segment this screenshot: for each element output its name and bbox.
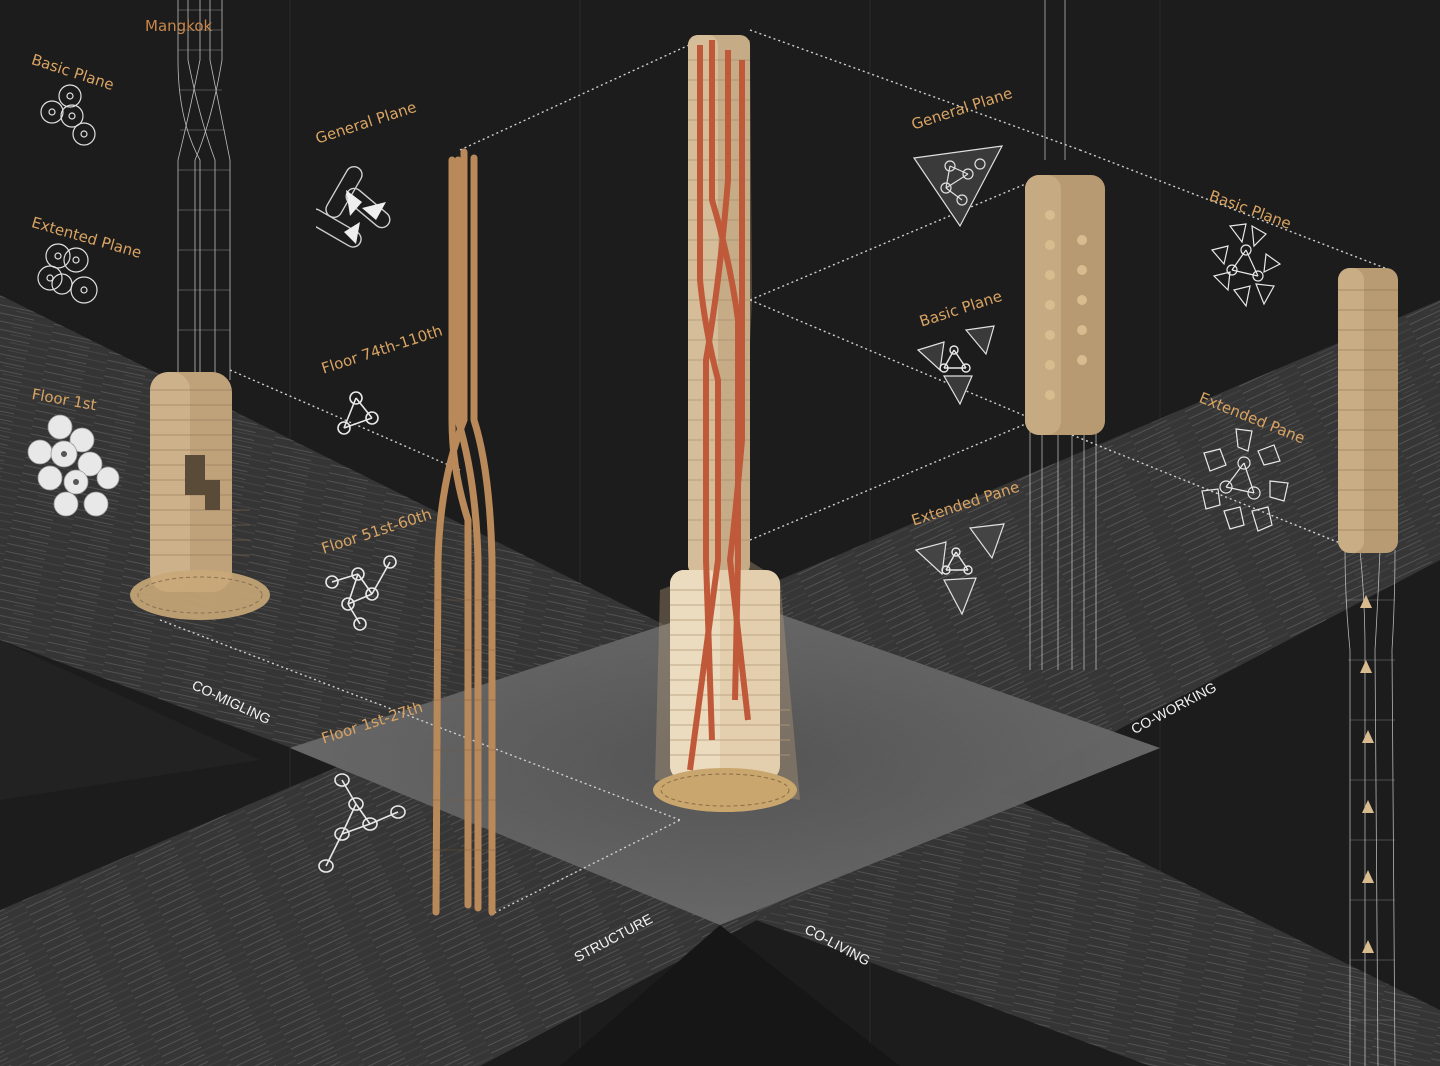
- tower-co-living: [653, 35, 800, 812]
- triangular-module-icon: [912, 145, 1004, 228]
- structure-tubes: [432, 148, 496, 916]
- wireframe-tower-right-2: [1344, 549, 1396, 1066]
- triangular-module-extended-icon: [914, 523, 1005, 616]
- snowflake-module-icon: [1201, 428, 1289, 532]
- hex-flower-icon: [1210, 223, 1282, 308]
- wireframe-tower-left: [177, 0, 231, 380]
- basic-plane-pattern-icon: [40, 84, 96, 146]
- node-graph-3-icon: [337, 391, 379, 435]
- tower-co-working-2: [1338, 268, 1398, 953]
- wireframe-tower-right-1: [1029, 0, 1097, 670]
- extended-plane-pattern-icon: [37, 243, 98, 304]
- project-title: Mangkok: [145, 17, 213, 35]
- general-plane-tube-icon: [316, 165, 391, 248]
- tower-co-working-1: [1025, 175, 1105, 435]
- node-graph-7-icon: [318, 773, 406, 873]
- floor-1st-pattern-icon: [27, 414, 120, 517]
- triangular-module-basic-icon: [916, 325, 995, 406]
- node-graph-6-icon: [325, 555, 397, 631]
- tower-co-migling: [130, 372, 270, 620]
